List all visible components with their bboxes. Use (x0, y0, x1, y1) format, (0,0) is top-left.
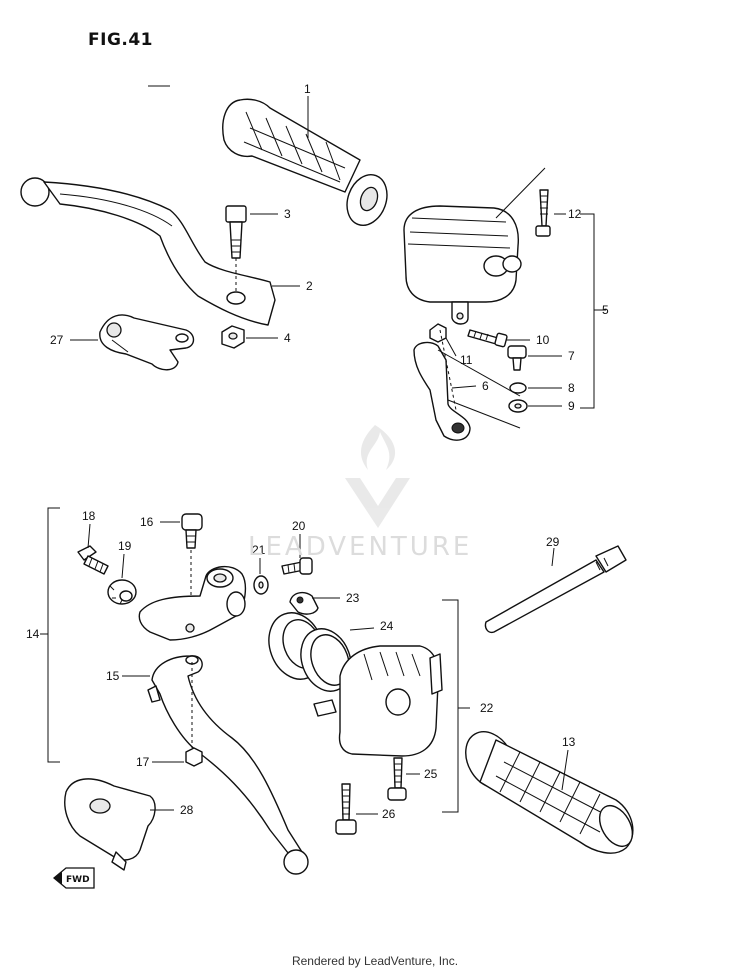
callout-13: 13 (562, 735, 576, 749)
collar-part-24 (268, 612, 352, 692)
clutch-lever-part-15 (147, 655, 309, 875)
screw-part-18 (77, 545, 109, 575)
footer-credit: Rendered by LeadVenture, Inc. (291, 954, 459, 968)
callout-17: 17 (136, 755, 150, 769)
callout-26: 26 (382, 807, 396, 821)
callout-8: 8 (568, 381, 575, 395)
callout-leaders (70, 96, 569, 815)
callout-23: 23 (346, 591, 360, 605)
callout-22: 22 (480, 701, 494, 715)
switch-housing-part-22 (313, 645, 443, 757)
lever-bracket (138, 566, 247, 641)
nut-part-11 (429, 323, 447, 343)
callout-11: 11 (460, 353, 473, 367)
nut-part-17 (185, 747, 203, 767)
forward-arrow-icon: FWD (52, 867, 95, 889)
grip-part-13 (465, 731, 634, 854)
callout-1: 1 (304, 82, 311, 96)
strap-part-29 (484, 545, 627, 634)
callout-3: 3 (284, 207, 291, 221)
callout-16: 16 (140, 515, 154, 529)
callout-20: 20 (292, 519, 306, 533)
adjuster-part-19 (107, 579, 137, 605)
callout-21: 21 (252, 543, 266, 557)
figure-title: FIG.41 (88, 30, 154, 50)
clamp-part-23 (289, 591, 319, 615)
callout-5: 5 (602, 303, 609, 317)
lever-part-6 (413, 329, 521, 441)
clutch-lever-top (20, 177, 276, 326)
screw-part-20 (281, 557, 313, 575)
callout-2: 2 (306, 279, 313, 293)
screw-part-10 (467, 329, 508, 348)
callout-28: 28 (180, 803, 194, 817)
washer-part-9 (508, 399, 528, 413)
lever-cover-part-28 (64, 778, 156, 871)
callout-25: 25 (424, 767, 438, 781)
callout-labels: 1 2 3 4 5 6 7 8 9 10 11 12 13 14 15 16 1… (26, 82, 609, 821)
callout-27: 27 (50, 333, 64, 347)
callout-10: 10 (536, 333, 550, 347)
screw-part-7 (507, 345, 527, 371)
switch-housing-part-5 (403, 167, 546, 325)
callout-4: 4 (284, 331, 291, 345)
grip-part-1 (222, 98, 388, 226)
group-bracket-14 (40, 507, 60, 763)
washer-part-8 (509, 382, 527, 394)
callout-19: 19 (118, 539, 132, 553)
watermark-logo (345, 425, 410, 528)
callout-9: 9 (568, 399, 575, 413)
group-bracket-5 (580, 213, 606, 409)
bracket-part-27 (99, 314, 195, 371)
pivot-washer (226, 291, 246, 305)
fwd-badge-text: FWD (66, 875, 90, 885)
callout-14: 14 (26, 627, 40, 641)
callout-15: 15 (106, 669, 120, 683)
callout-29: 29 (546, 535, 560, 549)
callout-12: 12 (568, 207, 582, 221)
callout-6: 6 (482, 379, 489, 393)
callout-7: 7 (568, 349, 575, 363)
screw-part-25 (387, 757, 407, 801)
screw-part-26 (335, 783, 357, 835)
callout-18: 18 (82, 509, 96, 523)
watermark-text: LEADVENTURE (248, 532, 473, 562)
screw-part-12 (535, 189, 551, 237)
bolt-part-3 (225, 205, 247, 296)
nut-part-4 (221, 325, 245, 349)
bolt-part-16 (181, 513, 203, 600)
callout-24: 24 (380, 619, 394, 633)
group-bracket-22 (442, 599, 470, 813)
washer-part-21 (253, 575, 269, 595)
